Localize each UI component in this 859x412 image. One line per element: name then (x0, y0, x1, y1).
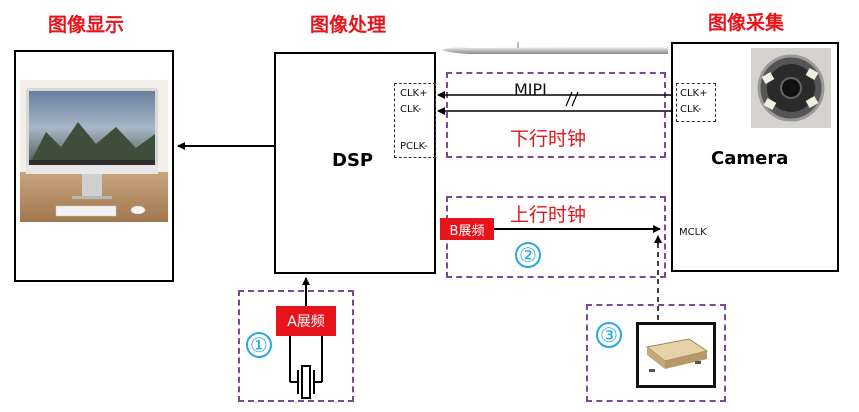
dsp-pin-group (394, 83, 436, 158)
dsp-pin-clk-minus: CLK- (400, 104, 422, 115)
camera-pin-clk-plus: CLK+ (680, 88, 708, 99)
marker-one: ① (246, 332, 272, 358)
imac-monitor-icon (20, 80, 168, 222)
crystal-oscillator-group (586, 304, 726, 402)
upstream-clock-label: 上行时钟 (510, 204, 587, 226)
camera-mclk-pin: MCLK (679, 227, 707, 238)
quartz-crystal-symbol (289, 336, 323, 399)
marker-two: ② (515, 242, 541, 268)
camera-pin-group (676, 83, 716, 122)
dsp-pin-pclk: PCLK- (400, 141, 428, 152)
dsp-box: DSP (274, 52, 436, 274)
camera-box: Camera MCLK (671, 42, 839, 272)
marker-three: ③ (596, 322, 622, 348)
processing-section-title: 图像处理 (310, 14, 387, 36)
capture-section-title: 图像采集 (708, 12, 785, 34)
display-section-title: 图像显示 (48, 14, 125, 36)
spread-b-label: B展频 (440, 218, 494, 240)
downstream-clock-label: 下行时钟 (510, 128, 587, 150)
camera-label: Camera (711, 148, 789, 169)
spread-a-label: A展频 (276, 306, 336, 336)
crystal-oscillator-box (636, 322, 716, 388)
display-box (14, 50, 174, 282)
crystal-oscillator-icon (645, 338, 709, 372)
mipi-bus-slash (565, 91, 573, 107)
dsp-pin-clk-plus: CLK+ (400, 88, 428, 99)
spread-a-group (238, 290, 354, 402)
camera-pin-clk-minus: CLK- (680, 104, 702, 115)
mipi-bus-slash (571, 91, 579, 107)
downstream-clock-group (446, 72, 666, 158)
camera-module-icon (751, 48, 831, 128)
cable-rod-icon (442, 42, 668, 54)
dsp-label: DSP (332, 150, 374, 171)
